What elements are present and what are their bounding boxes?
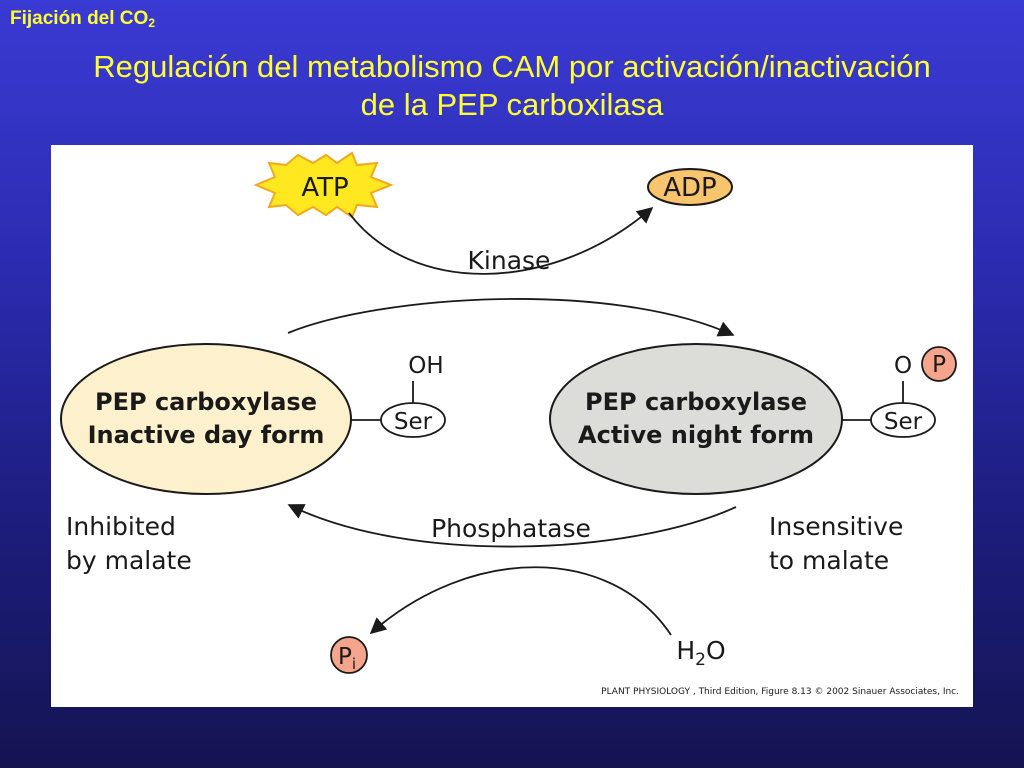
corner-title-subscript: 2: [148, 16, 155, 30]
h2o-h: H: [676, 636, 695, 665]
atp-label: ATP: [301, 173, 348, 203]
corner-title: Fijación del CO2: [10, 8, 155, 30]
active-form-line-1: PEP carboxylase: [585, 388, 807, 416]
insensitive-line-2: to malate: [769, 546, 889, 575]
active-form-oval: [549, 343, 843, 495]
cam-regulation-diagram: ATP ADP Kinase PEP carboxylase Inactive …: [60, 151, 959, 697]
inhibited-line-1: Inhibited: [66, 512, 176, 541]
kinase-side-arrow: [348, 206, 654, 275]
kinase-main-arrow: [287, 298, 735, 337]
water-label: H2O: [676, 636, 725, 670]
insensitive-line-1: Insensitive: [769, 512, 903, 541]
inhibited-line-2: by malate: [66, 546, 192, 575]
figure-credit: PLANT PHYSIOLOGY , Third Edition, Figure…: [601, 687, 959, 697]
active-form-line-2: Active night form: [578, 421, 814, 449]
slide-title: Regulación del metabolismo CAM por activ…: [0, 48, 1024, 124]
pi-main: P: [338, 644, 352, 670]
active-ser-label: Ser: [884, 409, 923, 435]
inactive-ser-label: Ser: [394, 409, 433, 435]
h2o-o: O: [706, 636, 726, 665]
inorganic-phosphate-label: Pi: [338, 644, 356, 673]
pi-subscript: i: [352, 655, 356, 673]
phosphatase-main-arrow: [287, 504, 737, 548]
slide-title-line-2: de la PEP carboxilasa: [360, 87, 664, 122]
phosphatase-side-arrow: [369, 566, 672, 636]
inactive-form-line-1: PEP carboxylase: [95, 388, 317, 416]
phosphate-label: P: [932, 352, 946, 378]
oh-label: OH: [408, 353, 443, 379]
adp-label: ADP: [663, 173, 717, 203]
phosphatase-label: Phosphatase: [431, 514, 591, 543]
h2o-subscript: 2: [695, 650, 706, 670]
o-label: O: [894, 353, 912, 379]
kinase-label: Kinase: [468, 246, 551, 275]
diagram-panel: ATP ADP Kinase PEP carboxylase Inactive …: [51, 145, 973, 707]
corner-title-text: Fijación del CO: [10, 8, 149, 29]
inactive-form-line-2: Inactive day form: [88, 421, 325, 449]
phosphate-circle: [921, 346, 957, 382]
inorganic-phosphate-circle: [330, 636, 368, 674]
inactive-form-oval: [60, 343, 352, 495]
slide-title-line-1: Regulación del metabolismo CAM por activ…: [93, 49, 931, 84]
adp-oval: [647, 168, 733, 206]
